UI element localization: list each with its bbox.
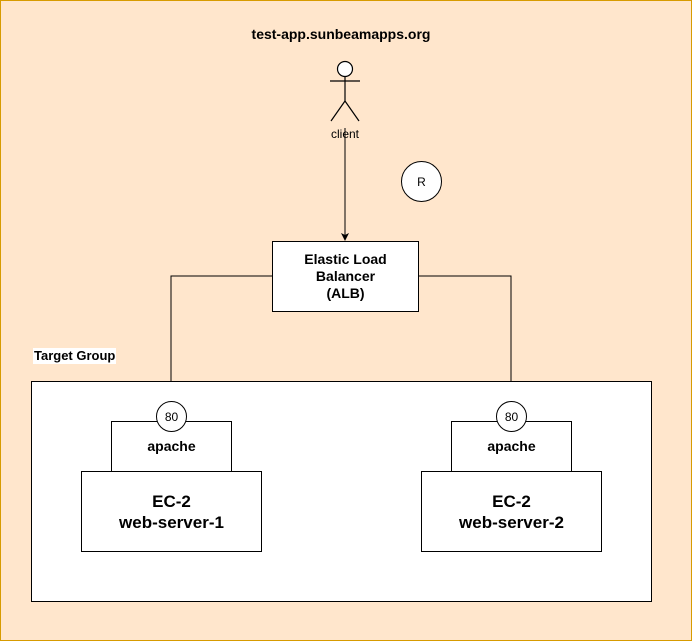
alb-line-1: Elastic Load — [304, 251, 387, 267]
port-label: 80 — [504, 409, 519, 424]
port-80-marker-server-1: 80 — [156, 401, 187, 432]
client-actor-icon — [330, 60, 360, 122]
port-80-marker-server-2: 80 — [496, 401, 527, 432]
alb-line-2: Balancer — [315, 268, 376, 284]
ec2-label: EC-2 — [152, 491, 191, 511]
server-name: web-server-2 — [459, 512, 564, 532]
alb-to-server1-connector — [170, 275, 272, 401]
server-name: web-server-1 — [119, 512, 224, 532]
apache-label: apache — [487, 438, 536, 454]
apache-label: apache — [147, 438, 196, 454]
r-marker: R — [401, 161, 442, 202]
ec2-web-server-1-box: EC-2 web-server-1 — [81, 471, 262, 552]
alb-line-3: (ALB) — [326, 285, 365, 301]
target-group-label: Target Group — [33, 348, 117, 364]
elastic-load-balancer-box: Elastic Load Balancer (ALB) — [272, 241, 419, 312]
diagram-title: test-app.sunbeamapps.org — [251, 26, 431, 42]
client-label: client — [330, 127, 359, 141]
ec2-web-server-2-box: EC-2 web-server-2 — [421, 471, 602, 552]
alb-to-server2-connector — [419, 275, 512, 401]
r-marker-label: R — [417, 174, 426, 189]
port-label: 80 — [164, 409, 179, 424]
ec2-label: EC-2 — [492, 491, 531, 511]
